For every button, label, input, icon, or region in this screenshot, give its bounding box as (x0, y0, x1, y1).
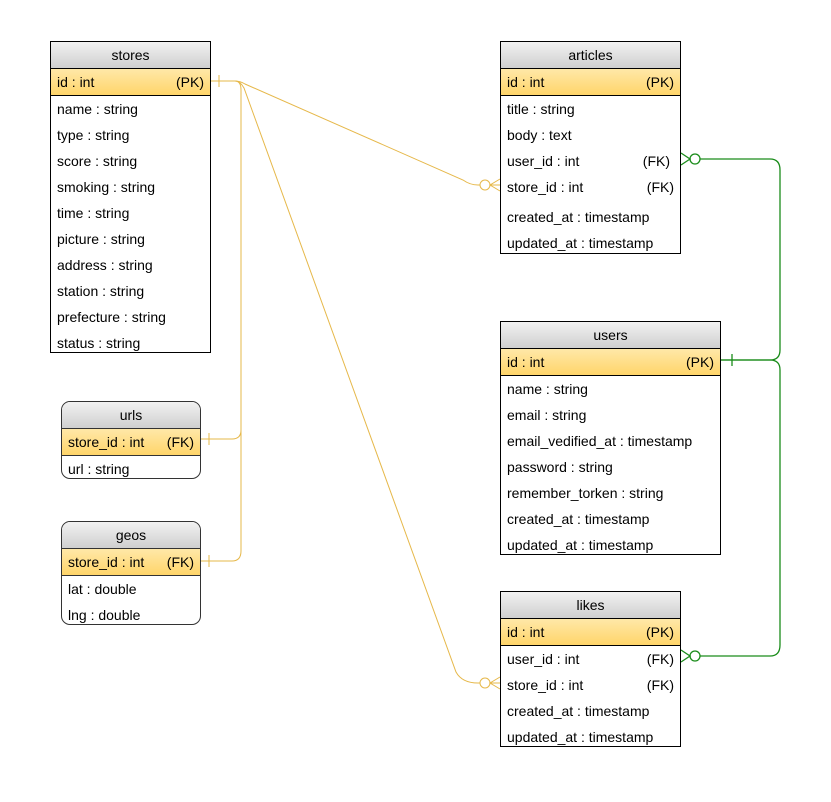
field-row[interactable]: remember_torken : string (507, 485, 664, 501)
field-label: store_id : int (68, 434, 145, 450)
field-list: name : string type : string score : stri… (51, 96, 210, 356)
field-row[interactable]: smoking : string (57, 179, 156, 195)
field-label: created_at : timestamp (507, 209, 650, 225)
edge-stores-likes (211, 80, 500, 684)
crowfoot-likes-user (680, 649, 692, 663)
field-row[interactable]: body : text (501, 122, 680, 148)
field-label: id : int (507, 624, 545, 640)
field-row[interactable]: name : string (57, 101, 138, 117)
field-row[interactable]: updated_at : timestamp (507, 537, 654, 553)
table-header: stores (51, 42, 210, 69)
field-row[interactable]: user_id : int (FK) (501, 148, 680, 174)
table-header: urls (62, 402, 200, 429)
field-row[interactable]: address : string (57, 257, 153, 273)
table-users[interactable]: users id : int (PK) name : string email … (500, 321, 721, 555)
field-row[interactable]: picture : string (57, 231, 145, 247)
crowfoot-likes-store (489, 676, 501, 690)
edge-stores-urls (201, 80, 242, 440)
field-label: user_id : int (507, 651, 580, 667)
table-geos[interactable]: geos store_id : int (FK) lat : double ln… (61, 521, 201, 625)
key-badge: (FK) (166, 434, 194, 450)
edge-stores-articles (211, 80, 500, 186)
table-header: articles (501, 42, 680, 69)
table-articles[interactable]: articles id : int (PK) title : string bo… (500, 41, 681, 254)
pk-row[interactable]: id : int (PK) (501, 69, 680, 96)
field-row[interactable]: created_at : timestamp (501, 204, 680, 230)
field-row[interactable]: type : string (57, 127, 130, 143)
field-row[interactable]: url : string (68, 461, 130, 477)
field-label: created_at : timestamp (507, 703, 650, 719)
pk-row[interactable]: id : int (PK) (51, 69, 210, 96)
field-row[interactable]: updated_at : timestamp (501, 230, 680, 256)
field-label: store_id : int (68, 554, 145, 570)
field-row[interactable]: store_id : int (FK) (501, 174, 680, 200)
edge-users-likes (697, 359, 781, 657)
field-label: title : string (507, 101, 575, 117)
key-badge: (FK) (166, 554, 194, 570)
field-label: id : int (57, 74, 95, 90)
field-row[interactable]: name : string (507, 381, 588, 397)
edge-stores-geos (201, 430, 242, 562)
field-row[interactable]: user_id : int (FK) (501, 646, 680, 672)
field-label: user_id : int (507, 153, 580, 169)
key-badge: (FK) (646, 677, 674, 693)
table-header: geos (62, 522, 200, 549)
field-row[interactable]: score : string (57, 153, 138, 169)
pk-row[interactable]: store_id : int (FK) (62, 549, 200, 576)
key-badge: (PK) (646, 624, 674, 640)
field-row[interactable]: lng : double (68, 607, 141, 623)
crowfoot-articles (489, 178, 501, 192)
field-row[interactable]: lat : double (68, 581, 137, 597)
field-row[interactable]: created_at : timestamp (501, 698, 680, 724)
pk-row[interactable]: id : int (PK) (501, 349, 720, 376)
table-header: likes (501, 592, 680, 619)
field-label: id : int (507, 354, 545, 370)
key-badge: (FK) (646, 179, 674, 195)
field-label: store_id : int (507, 677, 584, 693)
field-row[interactable]: password : string (507, 459, 613, 475)
key-badge: (FK) (642, 153, 670, 169)
key-badge: (PK) (646, 74, 674, 90)
key-badge: (FK) (646, 651, 674, 667)
field-row[interactable]: status : string (57, 335, 141, 351)
field-row[interactable]: updated_at : timestamp (501, 724, 680, 750)
field-label: updated_at : timestamp (507, 729, 654, 745)
field-label: body : text (507, 127, 572, 143)
zero-mark-articles (479, 179, 491, 191)
table-stores[interactable]: stores id : int (PK) name : string type … (50, 41, 211, 353)
field-label: id : int (507, 74, 545, 90)
field-row[interactable]: prefecture : string (57, 309, 166, 325)
key-badge: (PK) (686, 354, 714, 370)
field-row[interactable]: store_id : int (FK) (501, 672, 680, 698)
field-row[interactable]: station : string (57, 283, 145, 299)
zero-mark-articles-user (689, 153, 701, 165)
key-badge: (PK) (176, 74, 204, 90)
field-label: updated_at : timestamp (507, 235, 654, 251)
field-row[interactable]: title : string (501, 96, 680, 122)
field-row[interactable]: created_at : timestamp (507, 511, 650, 527)
pk-row[interactable]: id : int (PK) (501, 619, 680, 646)
field-row[interactable]: email_vedified_at : timestamp (507, 433, 693, 449)
field-row[interactable]: email : string (507, 407, 587, 423)
pk-row[interactable]: store_id : int (FK) (62, 429, 200, 456)
edge-users-articles (697, 158, 781, 361)
table-urls[interactable]: urls store_id : int (FK) url : string (61, 401, 201, 479)
crowfoot-articles-user (680, 152, 692, 166)
table-likes[interactable]: likes id : int (PK) user_id : int (FK) st… (500, 591, 681, 747)
zero-mark-likes (479, 677, 491, 689)
field-row[interactable]: time : string (57, 205, 130, 221)
table-header: users (501, 322, 720, 349)
field-label: store_id : int (507, 179, 584, 195)
zero-mark-likes-user (689, 650, 701, 662)
